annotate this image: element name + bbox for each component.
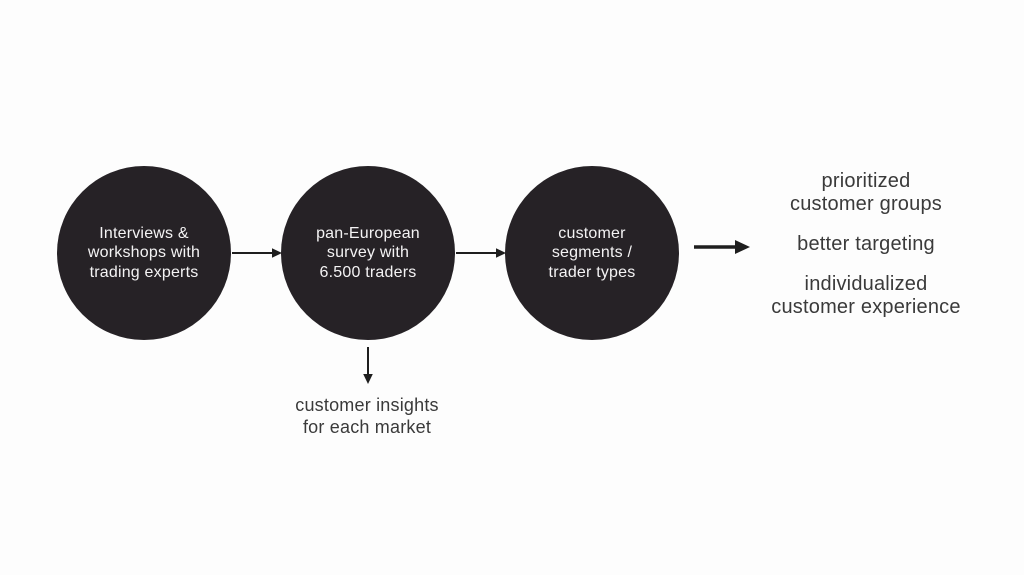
outcome-item: better targeting xyxy=(797,233,935,255)
arrow-right-icon xyxy=(232,248,282,258)
step-label: pan-European survey with 6.500 traders xyxy=(316,224,420,281)
arrow-right-icon xyxy=(456,248,506,258)
step-circle-interviews: Interviews & workshops with trading expe… xyxy=(57,166,231,340)
outcome-item: individualized customer experience xyxy=(771,273,961,318)
step-label: customer segments / trader types xyxy=(548,224,636,281)
step-circle-survey: pan-European survey with 6.500 traders xyxy=(281,166,455,340)
branch-note: customer insights for each market xyxy=(295,395,439,437)
outcomes-list: prioritized customer groups better targe… xyxy=(741,170,991,319)
arrow-down-icon xyxy=(363,347,373,384)
step-label: Interviews & workshops with trading expe… xyxy=(87,224,201,281)
arrow-right-bold-icon xyxy=(694,240,750,254)
outcome-item: prioritized customer groups xyxy=(790,170,942,215)
step-circle-segments: customer segments / trader types xyxy=(505,166,679,340)
